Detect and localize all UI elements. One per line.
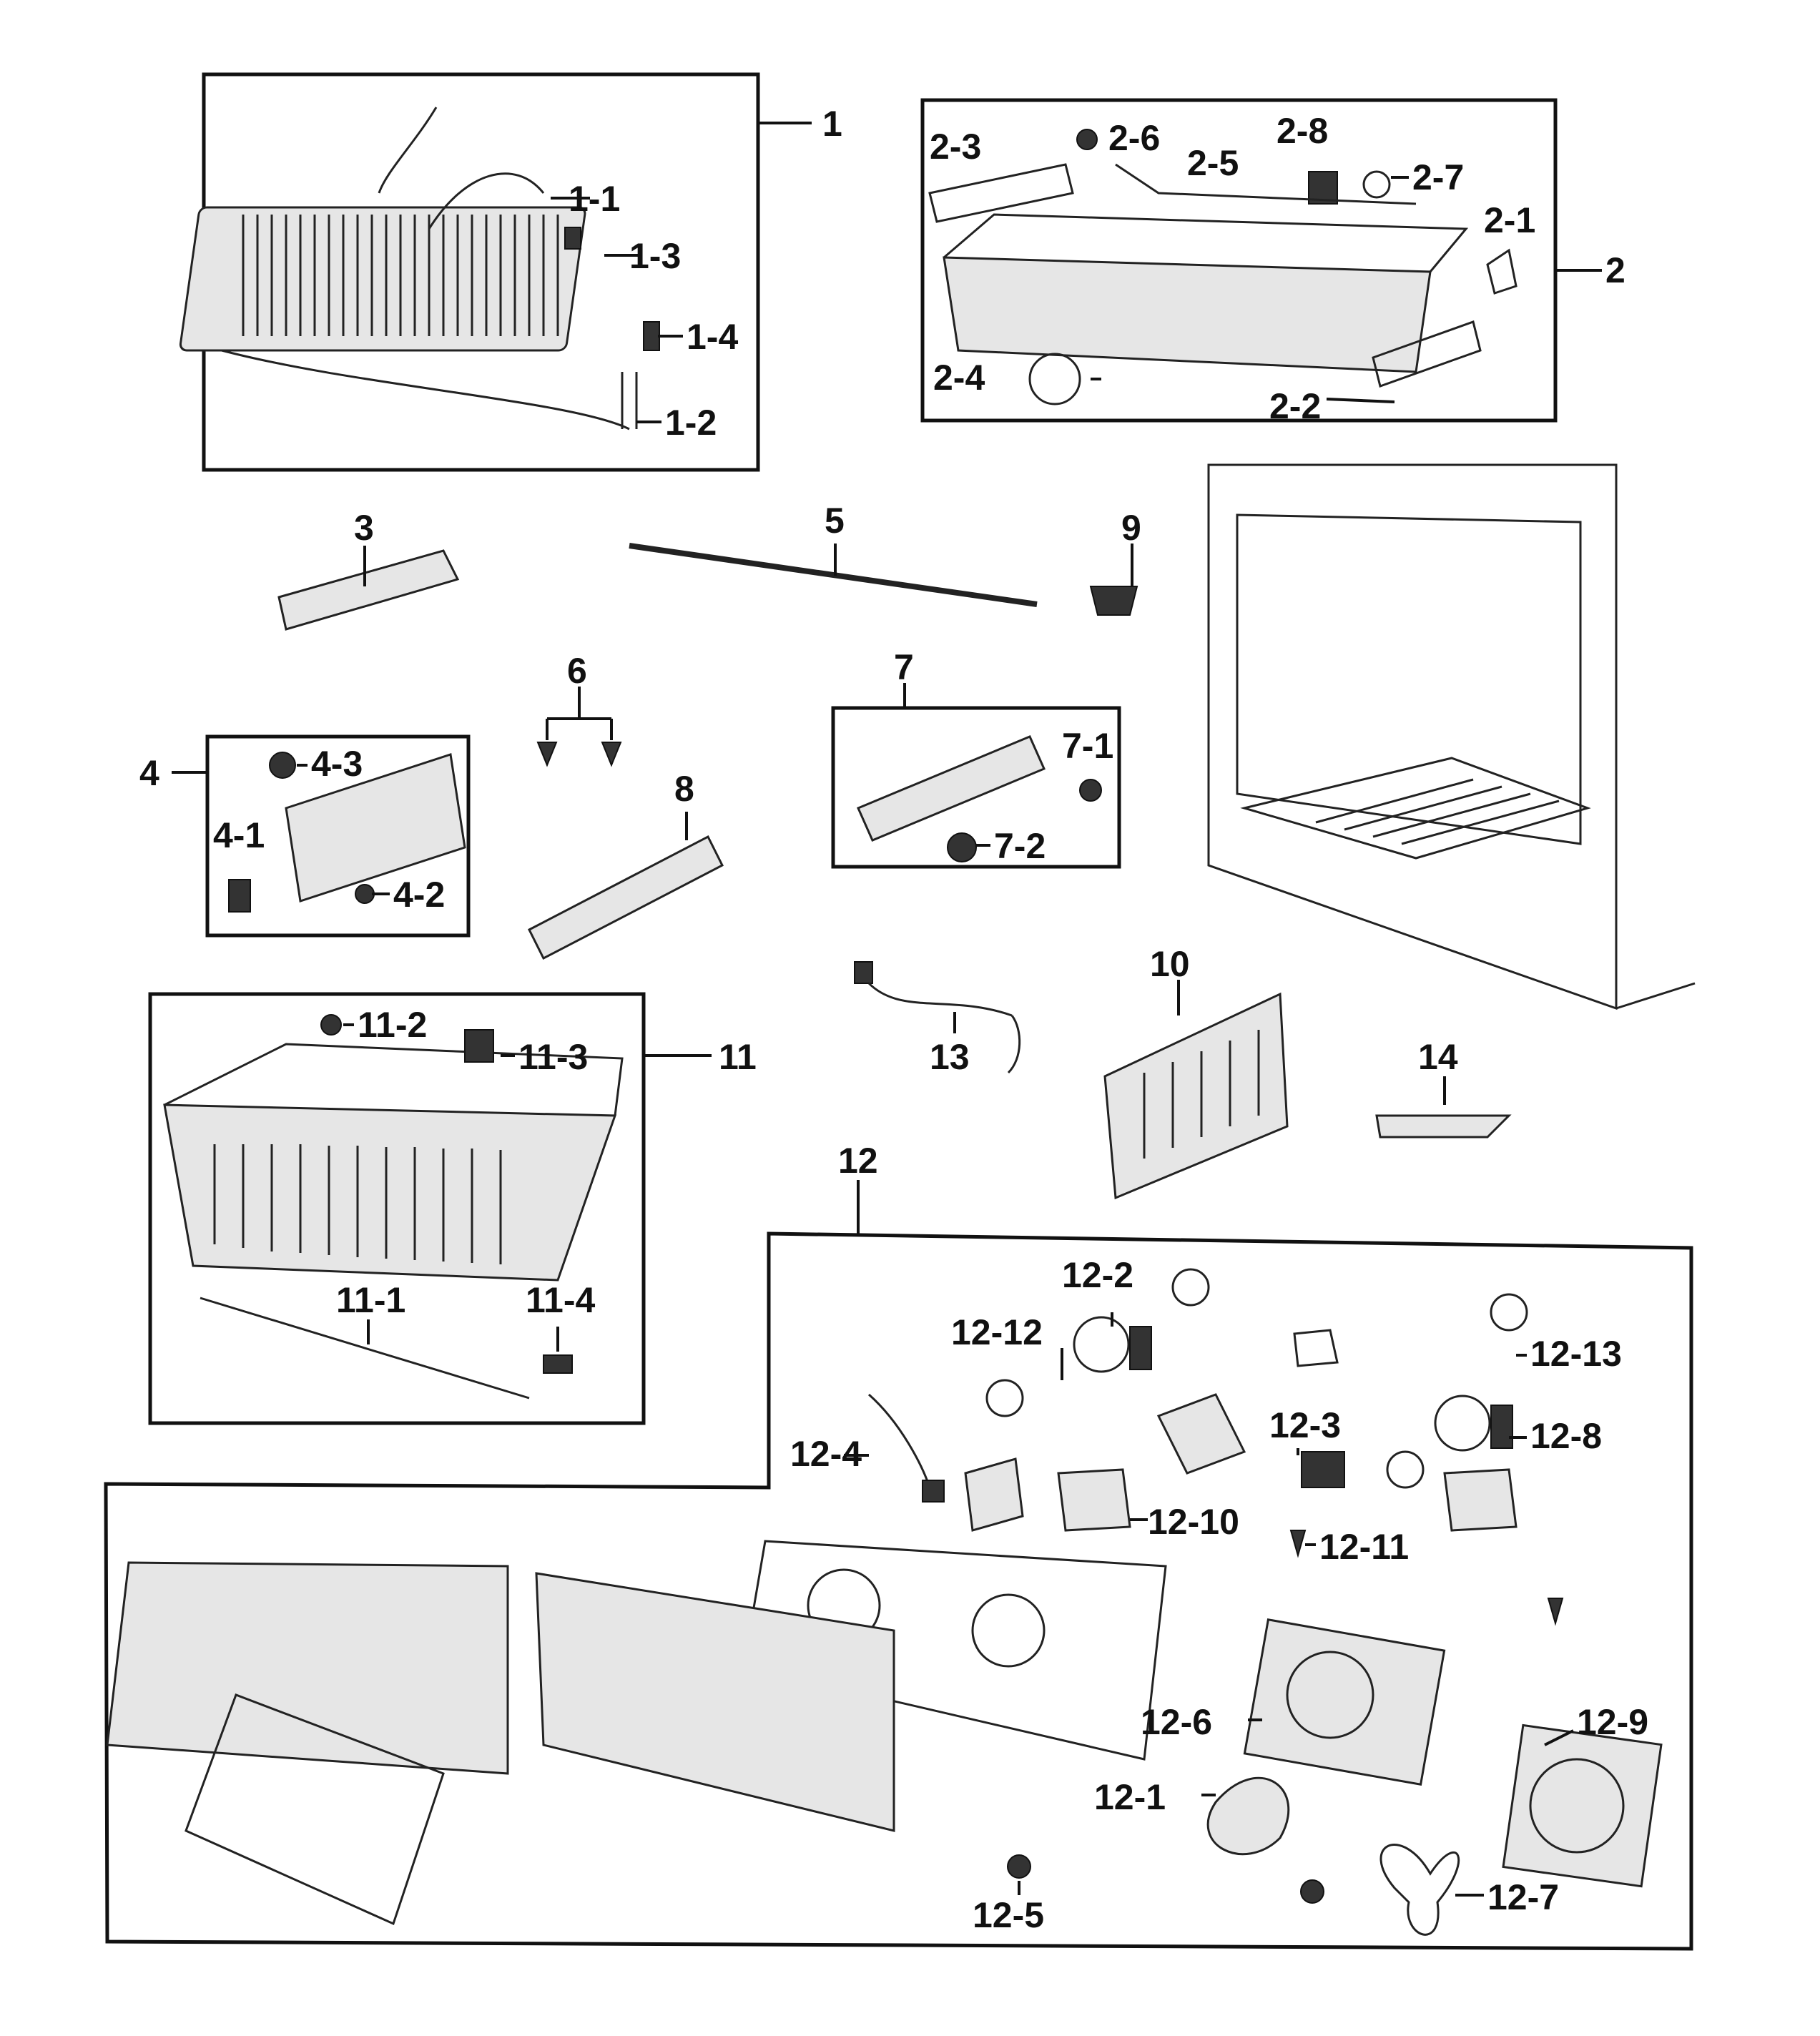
evaporator-assembly	[179, 107, 660, 431]
fan-duct-assembly	[106, 1268, 1663, 1936]
label-11-4: 11-4	[526, 1280, 596, 1320]
label-2-7: 2-7	[1412, 157, 1464, 197]
part-8-cover	[527, 812, 724, 960]
freezer-cabinet	[1207, 463, 1696, 1010]
label-2-3: 2-3	[930, 127, 981, 167]
label-14: 14	[1418, 1037, 1458, 1077]
part-10-grille	[1103, 980, 1289, 1200]
slide-rail-assembly	[857, 735, 1102, 862]
label-2-2: 2-2	[1269, 386, 1321, 426]
label-12: 12	[838, 1141, 878, 1181]
label-12-13: 12-13	[1530, 1334, 1622, 1374]
label-12-1: 12-1	[1094, 1777, 1166, 1817]
label-13: 13	[930, 1037, 970, 1077]
label-12-6: 12-6	[1141, 1702, 1212, 1742]
part-14-bracket	[1375, 1076, 1512, 1139]
label-12-8: 12-8	[1530, 1416, 1602, 1456]
label-12-12: 12-12	[951, 1312, 1043, 1352]
label-10: 10	[1150, 944, 1190, 984]
part-13-sensor-wire	[854, 961, 1021, 1074]
group-2-box	[920, 98, 1558, 423]
label-1: 1	[822, 104, 842, 144]
label-12-2: 12-2	[1062, 1255, 1133, 1295]
label-11: 11	[719, 1037, 757, 1077]
part-6-screws	[536, 687, 622, 767]
label-12-7: 12-7	[1487, 1877, 1559, 1917]
label-1-2: 1-2	[665, 403, 717, 443]
label-1-1: 1-1	[569, 179, 620, 219]
label-2-1: 2-1	[1484, 200, 1535, 240]
label-4: 4	[139, 753, 159, 793]
label-12-4: 12-4	[790, 1434, 862, 1474]
label-1-4: 1-4	[687, 317, 738, 357]
freezer-basket-assembly	[163, 1014, 624, 1400]
label-2-8: 2-8	[1277, 111, 1328, 151]
label-12-10: 12-10	[1148, 1502, 1239, 1542]
label-7-1: 7-1	[1062, 726, 1113, 766]
part-9-clip	[1089, 544, 1138, 616]
label-11-2: 11-2	[358, 1005, 427, 1045]
label-9: 9	[1121, 508, 1141, 548]
group-11-box	[148, 992, 646, 1425]
label-1-3: 1-3	[629, 236, 681, 276]
label-11-1: 11-1	[336, 1280, 405, 1320]
label-8: 8	[674, 769, 694, 809]
label-2-4: 2-4	[933, 358, 985, 398]
label-12-3: 12-3	[1269, 1405, 1341, 1445]
label-5: 5	[825, 501, 845, 541]
drawer-rail-assembly	[228, 752, 466, 913]
label-2-5: 2-5	[1187, 143, 1239, 183]
group-4-box	[205, 734, 471, 938]
label-11-3: 11-3	[518, 1037, 588, 1077]
part-3-rail	[277, 546, 460, 631]
part-5-rod	[629, 543, 1038, 607]
label-4-3: 4-3	[311, 744, 363, 784]
label-2: 2	[1605, 250, 1625, 290]
label-2-6: 2-6	[1108, 118, 1160, 158]
group-7-box	[831, 706, 1121, 869]
label-7-2: 7-2	[994, 826, 1046, 866]
group-12-box	[104, 1231, 1693, 1951]
label-12-5: 12-5	[973, 1895, 1044, 1935]
label-12-9: 12-9	[1577, 1702, 1648, 1742]
label-7: 7	[894, 647, 914, 687]
freezer-drawer-assembly	[928, 129, 1518, 405]
label-4-1: 4-1	[213, 815, 265, 855]
label-12-11: 12-11	[1319, 1527, 1409, 1567]
label-3: 3	[354, 508, 374, 548]
label-4-2: 4-2	[393, 875, 445, 915]
label-6: 6	[567, 651, 587, 691]
